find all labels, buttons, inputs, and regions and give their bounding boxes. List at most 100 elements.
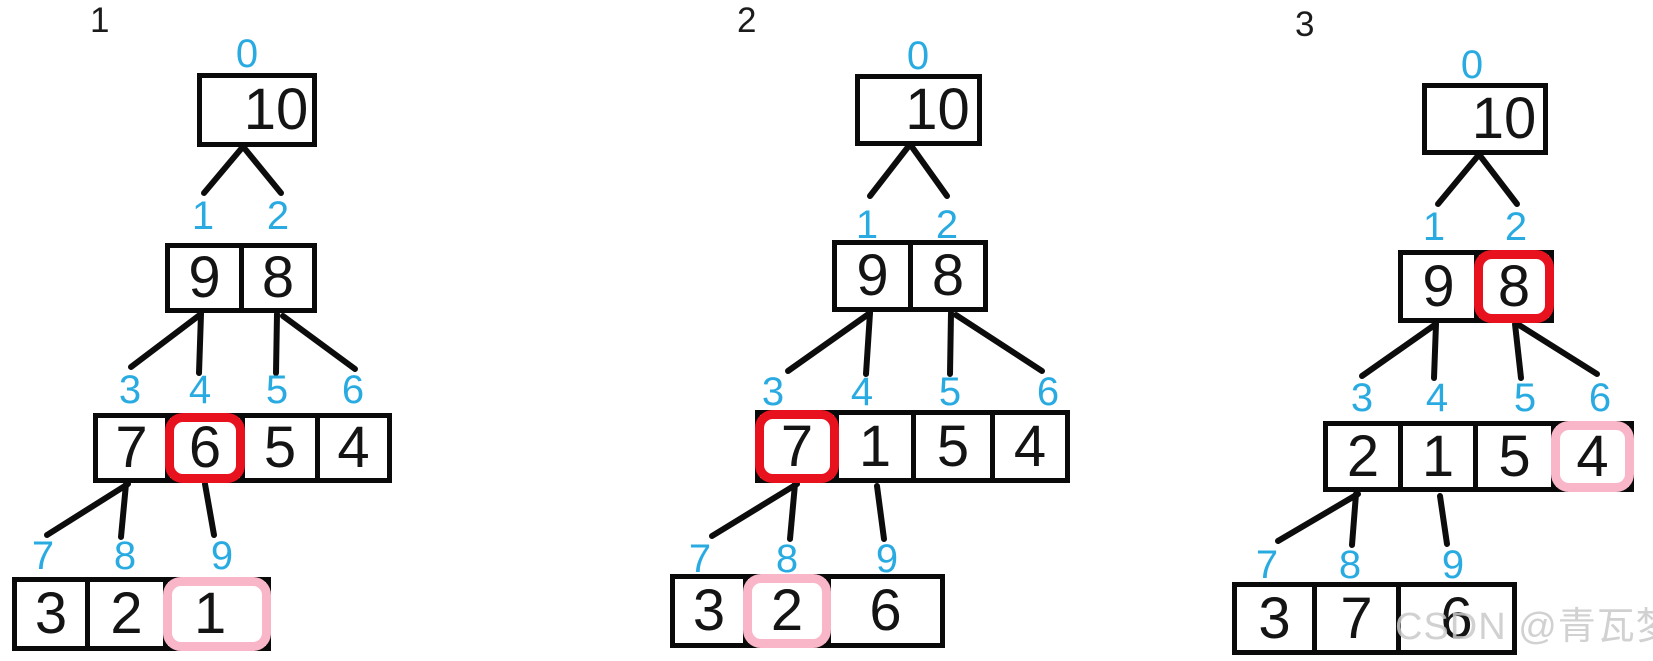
- heap-cell: 6: [1396, 582, 1517, 655]
- diagram-1-level2-row: 9 8: [165, 243, 317, 313]
- cell-value: 2: [770, 578, 804, 643]
- index-label: 8: [113, 534, 137, 578]
- diagram-2-level4-row: 3 2 6: [670, 574, 945, 648]
- edge: [273, 311, 280, 376]
- edge: [1275, 491, 1361, 544]
- heap-cell: 4: [990, 410, 1070, 483]
- heap-cell: 1: [834, 410, 916, 483]
- cell-value: 10: [243, 77, 309, 142]
- cell-value: 5: [263, 415, 297, 480]
- heap-cell: 3: [12, 577, 90, 651]
- edge: [1359, 321, 1439, 379]
- heap-cell: 5: [240, 413, 320, 483]
- diagram-2-label: 2: [737, 1, 757, 40]
- index-label: 7: [31, 534, 55, 578]
- diagram-3-level3-row: 2 1 5 4: [1323, 421, 1634, 492]
- edge: [863, 310, 873, 377]
- index-label: 9: [210, 534, 234, 578]
- edge: [867, 144, 911, 199]
- heap-cell-highlight-red: 8: [1474, 250, 1554, 323]
- index-label: 0: [1460, 43, 1484, 87]
- edge: [785, 310, 873, 374]
- cell-value: 8: [931, 243, 965, 308]
- cell-value: 9: [856, 243, 889, 308]
- cell-value: 3: [1258, 585, 1291, 651]
- cell-value: 4: [1576, 423, 1609, 489]
- watermark-text: CSDN @青瓦梦滋: [1395, 606, 1653, 648]
- index-label: 1: [855, 203, 879, 247]
- diagram-3-level2-row: 9 8: [1398, 250, 1554, 323]
- heap-cell-highlight-pink: 4: [1551, 421, 1634, 492]
- index-label: 1: [1422, 205, 1446, 249]
- cell-value: 7: [115, 415, 148, 480]
- heap-cell-highlight-pink: 2: [743, 574, 831, 648]
- diagram-1-root-row: 10: [197, 73, 317, 147]
- index-label: 6: [1588, 376, 1612, 420]
- cell-value: 8: [261, 245, 295, 310]
- diagram-1-label: 1: [90, 1, 110, 40]
- index-label: 6: [341, 368, 365, 412]
- heap-cell: 5: [911, 410, 995, 483]
- cell-value: 6: [188, 415, 222, 480]
- heap-cell: 2: [85, 577, 168, 651]
- heap-cell: 10: [1422, 83, 1548, 155]
- heap-cell: 4: [315, 413, 392, 483]
- heap-cell: 1: [1398, 421, 1478, 492]
- cell-value: 2: [110, 581, 143, 646]
- diagram-3-label: 3: [1295, 5, 1315, 44]
- diagram-3-root-row: 10: [1422, 83, 1548, 155]
- heap-cell-highlight-pink: 1: [163, 577, 271, 651]
- heap-cell: 5: [1473, 421, 1556, 492]
- index-label: 4: [1425, 376, 1449, 420]
- index-label: 7: [1255, 543, 1279, 587]
- index-label: 4: [188, 368, 212, 412]
- edge: [947, 310, 954, 377]
- index-label: 2: [1504, 205, 1528, 249]
- edge: [953, 312, 1045, 374]
- cell-value: 1: [194, 581, 227, 646]
- heap-cell: 3: [1232, 582, 1317, 655]
- cell-value: 7: [1340, 585, 1373, 651]
- heap-cell-highlight-red: 6: [165, 413, 245, 483]
- edge: [1478, 154, 1520, 207]
- cell-value: 4: [1013, 413, 1047, 479]
- index-label: 3: [1350, 376, 1374, 420]
- edge: [1437, 493, 1450, 547]
- diagram-1-level3-row: 7 6 5 4: [93, 413, 392, 483]
- edge: [874, 483, 887, 542]
- heap-cell: 10: [197, 73, 317, 147]
- index-label: 9: [1441, 543, 1465, 587]
- heap-cell: 6: [826, 574, 945, 648]
- edge: [1516, 322, 1600, 377]
- cell-value: 9: [1422, 253, 1455, 319]
- cell-value: 5: [1498, 423, 1531, 489]
- cell-value: 5: [936, 413, 970, 479]
- edge: [201, 146, 244, 196]
- edge: [787, 481, 798, 542]
- heap-cell: 8: [908, 240, 988, 312]
- index-label: 8: [775, 537, 799, 581]
- heap-cell: 10: [855, 74, 982, 146]
- cell-value: 1: [1421, 423, 1455, 489]
- index-label: 5: [1513, 376, 1537, 420]
- cell-value: 10: [905, 77, 970, 142]
- edge: [128, 311, 204, 370]
- index-label: 7: [688, 537, 712, 581]
- index-label: 2: [266, 194, 290, 238]
- diagram-1-level4-row: 3 2 1: [12, 577, 271, 651]
- diagram-2-level2-row: 9 8: [832, 240, 988, 312]
- cell-value: 1: [858, 413, 892, 479]
- edge: [909, 144, 950, 199]
- index-label: 1: [191, 194, 215, 238]
- index-label: 3: [761, 370, 785, 414]
- edge: [44, 481, 131, 538]
- edge: [280, 313, 358, 372]
- cell-value: 6: [1440, 585, 1473, 651]
- cell-value: 9: [188, 245, 221, 310]
- heap-cell: 9: [165, 243, 244, 313]
- diagram-2-root-row: 10: [855, 74, 982, 146]
- edge: [196, 311, 204, 376]
- cell-value: 2: [1346, 423, 1380, 489]
- edge: [202, 481, 217, 538]
